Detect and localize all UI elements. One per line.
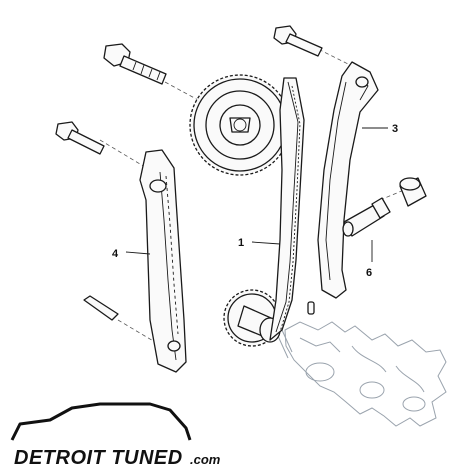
tensioner-rail [317, 61, 379, 299]
timing-chain [269, 77, 305, 341]
guide-rail [139, 149, 187, 373]
guide-rail-bolt [55, 121, 105, 155]
dowel-pin [307, 301, 315, 315]
crankshaft [277, 321, 447, 427]
watermark-brand: DETROIT TUNED [14, 447, 183, 469]
camshaft-bolt [103, 43, 167, 85]
chain-tensioner [342, 197, 391, 237]
car-silhouette-logo [10, 402, 192, 441]
crankshaft-sprocket [223, 289, 281, 347]
watermark-domain: .com [190, 452, 221, 467]
callout-6: 6 [366, 267, 372, 279]
callout-4: 4 [112, 248, 119, 260]
callout-3: 3 [392, 123, 398, 135]
callout-leaders [125, 127, 388, 262]
callout-1: 1 [238, 237, 244, 249]
sealing-plug [399, 177, 427, 207]
tensioner-rail-bolt [273, 25, 323, 57]
guide-pin [83, 295, 119, 321]
camshaft-sprocket [189, 74, 291, 176]
